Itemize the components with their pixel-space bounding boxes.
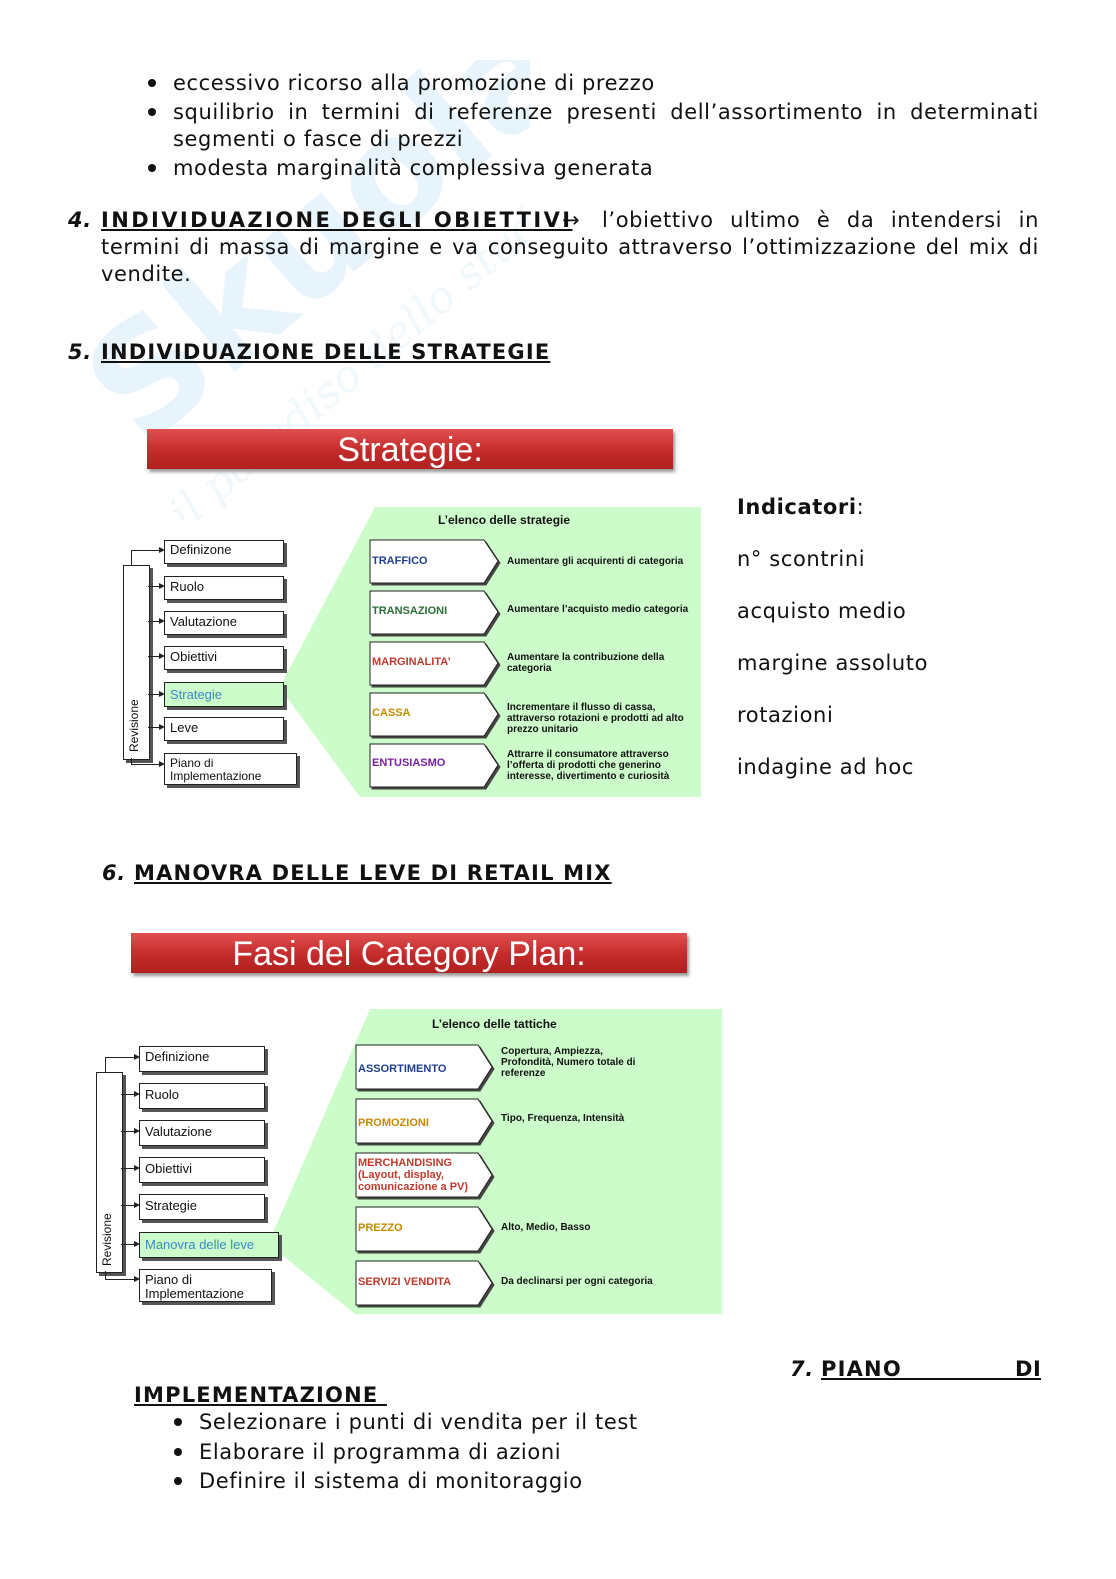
section-title-part: PIANO bbox=[821, 1357, 902, 1381]
revision-label: Revisione bbox=[127, 699, 141, 752]
tactic-label: PREZZO bbox=[358, 1222, 403, 1234]
strategy-desc: Aumentare l’acquisto medio categoria bbox=[507, 604, 689, 615]
node-valutazione: Valutazione bbox=[139, 1120, 265, 1146]
revision-bar bbox=[123, 565, 150, 760]
node-ruolo: Ruolo bbox=[164, 576, 284, 600]
node-piano-line: Piano di bbox=[145, 1272, 192, 1287]
tactic-label: ASSORTIMENTO bbox=[358, 1063, 447, 1075]
node-strategie-active: Strategie bbox=[164, 682, 284, 707]
strategy-label: ENTUSIASMO bbox=[372, 757, 446, 769]
indicator-item: indagine ad hoc bbox=[737, 755, 914, 779]
section-text: termini di massa di margine e va consegu… bbox=[101, 235, 1039, 259]
bullet-text: squilibrio in termini di referenze prese… bbox=[173, 100, 1039, 124]
strategy-chevrons bbox=[369, 539, 499, 788]
bullet-icon bbox=[148, 79, 156, 87]
indicator-item: n° scontrini bbox=[737, 547, 866, 571]
bullet-icon bbox=[148, 108, 156, 116]
bullet-icon bbox=[174, 1477, 182, 1485]
tactic-desc: Tipo, Frequenza, Intensità bbox=[501, 1113, 625, 1124]
node-definizione: Definizione bbox=[139, 1046, 265, 1072]
indicator-item: rotazioni bbox=[737, 703, 834, 727]
strategy-label: MARGINALITA’ bbox=[372, 656, 451, 668]
node-definizione: Definizone bbox=[164, 540, 284, 564]
list-title: L’elenco delle tattiche bbox=[432, 1017, 557, 1031]
indicatori-title: Indicatori: bbox=[737, 495, 865, 519]
indicator-item: margine assoluto bbox=[737, 651, 929, 675]
arrow-icon: → bbox=[562, 208, 581, 232]
strategy-desc: Aumentare gli acquirenti di categoria bbox=[507, 556, 684, 567]
bullet-text: eccessivo ricorso alla promozione di pre… bbox=[173, 71, 655, 95]
list-title: L’elenco delle strategie bbox=[438, 513, 571, 527]
tactic-label: PROMOZIONI bbox=[358, 1117, 429, 1129]
bullet-icon bbox=[174, 1448, 182, 1456]
section-text: vendite. bbox=[101, 262, 192, 286]
node-piano-line: Implementazione bbox=[145, 1286, 244, 1301]
tactic-label: MERCHANDISING(Layout, display,comunicazi… bbox=[358, 1157, 469, 1193]
node-manovra-active: Manovra delle leve bbox=[139, 1232, 279, 1258]
tactic-desc: Da declinarsi per ogni categoria bbox=[501, 1276, 653, 1287]
bullet-text-continuation: segmenti o fasce di prezzi bbox=[173, 127, 464, 151]
section-title-part: IMPLEMENTAZIONE bbox=[134, 1383, 379, 1407]
category-plan-banner: Fasi del Category Plan: bbox=[131, 933, 687, 973]
strategy-desc: Incrementare il flusso di cassa,attraver… bbox=[507, 702, 684, 735]
bullet-text: Elaborare il programma di azioni bbox=[199, 1440, 562, 1464]
node-leve: Leve bbox=[164, 717, 284, 741]
title-underline bbox=[821, 1378, 1041, 1380]
strategy-label: TRAFFICO bbox=[372, 555, 428, 567]
section-text: l’obiettivo ultimo è da intendersi in bbox=[602, 208, 1039, 232]
section-number: 4. bbox=[68, 208, 92, 232]
tactic-desc: Copertura, Ampiezza,Profondità, Numero t… bbox=[501, 1046, 636, 1079]
bullet-text: modesta marginalità complessiva generata bbox=[173, 156, 654, 180]
tactic-label: SERVIZI VENDITA bbox=[358, 1276, 452, 1288]
section-title: INDIVIDUAZIONE DELLE STRATEGIE bbox=[101, 340, 551, 364]
section-number: 5. bbox=[68, 340, 92, 364]
node-piano-line: Implementazione bbox=[170, 769, 262, 783]
section-title-part: DI bbox=[1015, 1357, 1042, 1381]
node-valutazione: Valutazione bbox=[164, 611, 284, 635]
node-piano: Piano di Implementazione bbox=[164, 753, 297, 785]
node-ruolo: Ruolo bbox=[139, 1083, 265, 1109]
node-strategie: Strategie bbox=[139, 1194, 265, 1220]
bullet-icon bbox=[174, 1418, 182, 1426]
indicator-item: acquisto medio bbox=[737, 599, 907, 623]
strategy-label: CASSA bbox=[372, 707, 411, 719]
section-number: 6. bbox=[102, 861, 126, 885]
tactic-desc: Alto, Medio, Basso bbox=[501, 1222, 591, 1233]
node-obiettivi: Obiettivi bbox=[139, 1157, 265, 1183]
node-piano-line: Piano di bbox=[170, 756, 214, 770]
bullet-text: Definire il sistema di monitoraggio bbox=[199, 1469, 583, 1493]
revision-label: Revisione bbox=[100, 1213, 114, 1266]
strategy-label: TRANSAZIONI bbox=[372, 605, 448, 617]
section-title: MANOVRA DELLE LEVE DI RETAIL MIX bbox=[134, 861, 612, 885]
strategie-banner: Strategie: bbox=[147, 429, 673, 469]
tactic-chevrons bbox=[355, 1044, 493, 1306]
bullet-text: Selezionare i punti di vendita per il te… bbox=[199, 1410, 638, 1434]
section-title: INDIVIDUAZIONE DEGLI OBIETTIVI bbox=[101, 208, 573, 232]
revision-bar bbox=[96, 1072, 123, 1273]
node-obiettivi: Obiettivi bbox=[164, 646, 284, 670]
bullet-icon bbox=[148, 164, 156, 172]
node-piano: Piano di Implementazione bbox=[139, 1269, 272, 1302]
section-number: 7. bbox=[790, 1357, 814, 1381]
